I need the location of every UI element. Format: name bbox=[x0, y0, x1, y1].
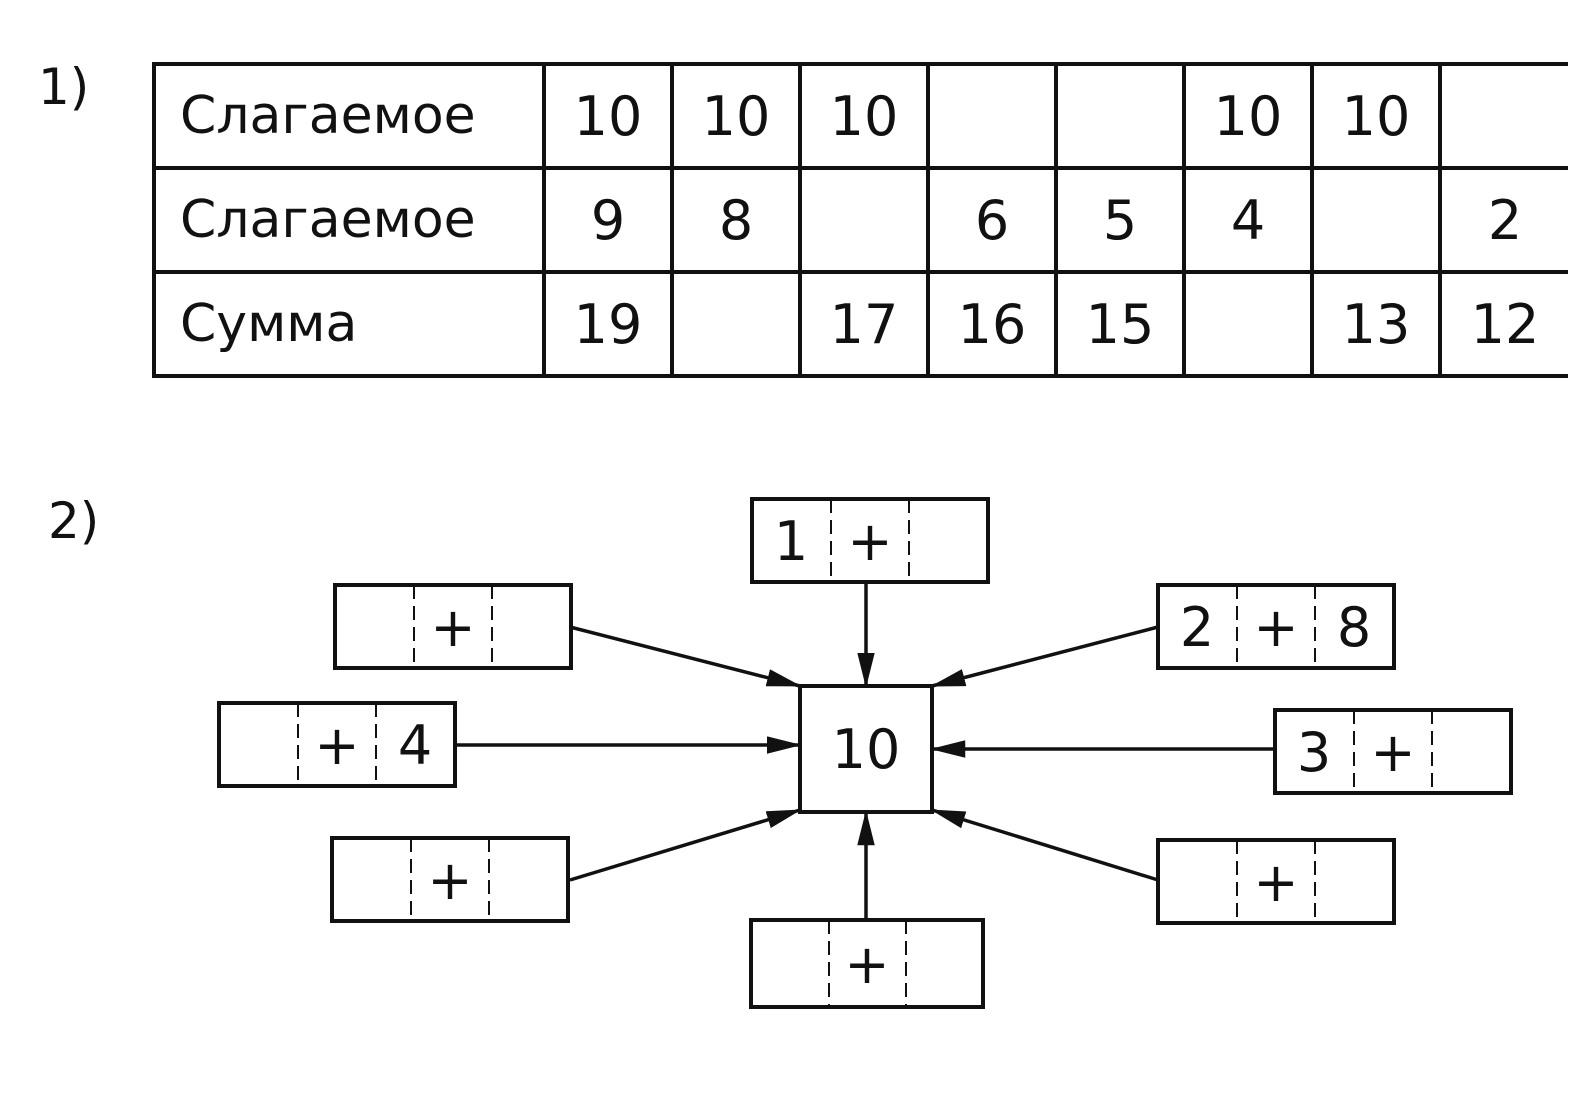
row-header: Слагаемое bbox=[152, 166, 546, 274]
task-1-label: 1) bbox=[38, 58, 90, 116]
expression-box-bottom: + bbox=[749, 918, 985, 1009]
row-header: Слагаемое bbox=[152, 62, 546, 170]
arrow-line bbox=[569, 808, 802, 882]
table-cell[interactable]: 4 bbox=[1182, 166, 1314, 274]
row-sum: Сумма 19 17 16 15 13 12 bbox=[152, 270, 1568, 378]
table-cell[interactable]: 10 bbox=[1182, 62, 1314, 170]
table-cell[interactable] bbox=[798, 166, 930, 274]
arrow-line bbox=[569, 625, 802, 688]
task-2-label: 2) bbox=[48, 492, 100, 550]
plus-sign: + bbox=[1253, 851, 1298, 914]
table-cell[interactable]: 10 bbox=[1310, 62, 1442, 170]
table-cell[interactable]: 10 bbox=[542, 62, 674, 170]
table-cell[interactable]: 6 bbox=[926, 166, 1058, 274]
expression-box-upper-left: + bbox=[333, 583, 573, 670]
table-cell[interactable]: 10 bbox=[670, 62, 802, 170]
plus-sign: + bbox=[847, 510, 892, 573]
center-box: 10 bbox=[798, 684, 934, 814]
right-operand[interactable]: 4 bbox=[398, 714, 432, 777]
center-value: 10 bbox=[832, 718, 901, 781]
left-operand[interactable]: 1 bbox=[774, 510, 808, 573]
plus-sign: + bbox=[1253, 596, 1298, 659]
table-cell[interactable]: 2 bbox=[1438, 166, 1568, 274]
plus-sign: + bbox=[430, 596, 475, 659]
expression-box-upper-right: 2 + 8 bbox=[1156, 583, 1396, 670]
left-operand[interactable]: 3 bbox=[1297, 721, 1331, 784]
table-cell[interactable]: 15 bbox=[1054, 270, 1186, 378]
table-cell[interactable]: 10 bbox=[798, 62, 930, 170]
row-header: Сумма bbox=[152, 270, 546, 378]
arrow-line bbox=[930, 625, 1159, 688]
right-operand[interactable]: 8 bbox=[1337, 596, 1371, 659]
expression-box-middle-left: + 4 bbox=[217, 701, 457, 788]
table-cell[interactable] bbox=[1438, 62, 1568, 170]
plus-sign: + bbox=[1370, 721, 1415, 784]
table-cell[interactable]: 16 bbox=[926, 270, 1058, 378]
plus-sign: + bbox=[844, 933, 889, 996]
expression-box-middle-right: 3 + bbox=[1273, 708, 1513, 795]
arrow-line bbox=[930, 808, 1159, 882]
plus-sign: + bbox=[427, 849, 472, 912]
table-cell[interactable] bbox=[1310, 166, 1442, 274]
plus-sign: + bbox=[314, 714, 359, 777]
expression-box-lower-left: + bbox=[330, 836, 570, 923]
row-addend-2: Слагаемое 9 8 6 5 4 2 bbox=[152, 166, 1568, 274]
left-operand[interactable]: 2 bbox=[1180, 596, 1214, 659]
table-cell[interactable]: 8 bbox=[670, 166, 802, 274]
table-cell[interactable] bbox=[926, 62, 1058, 170]
table-cell[interactable]: 13 bbox=[1310, 270, 1442, 378]
addition-table: Слагаемое 10 10 10 10 10 Слагаемое 9 8 6… bbox=[152, 62, 1568, 378]
table-cell[interactable]: 5 bbox=[1054, 166, 1186, 274]
table-cell[interactable] bbox=[1182, 270, 1314, 378]
table-cell[interactable] bbox=[1054, 62, 1186, 170]
table-cell[interactable]: 19 bbox=[542, 270, 674, 378]
table-cell[interactable]: 9 bbox=[542, 166, 674, 274]
table-cell[interactable] bbox=[670, 270, 802, 378]
row-addend-1: Слагаемое 10 10 10 10 10 bbox=[152, 62, 1568, 170]
table-cell[interactable]: 17 bbox=[798, 270, 930, 378]
expression-box-lower-right: + bbox=[1156, 838, 1396, 925]
table-cell[interactable]: 12 bbox=[1438, 270, 1568, 378]
expression-box-top: 1 + bbox=[750, 497, 990, 584]
